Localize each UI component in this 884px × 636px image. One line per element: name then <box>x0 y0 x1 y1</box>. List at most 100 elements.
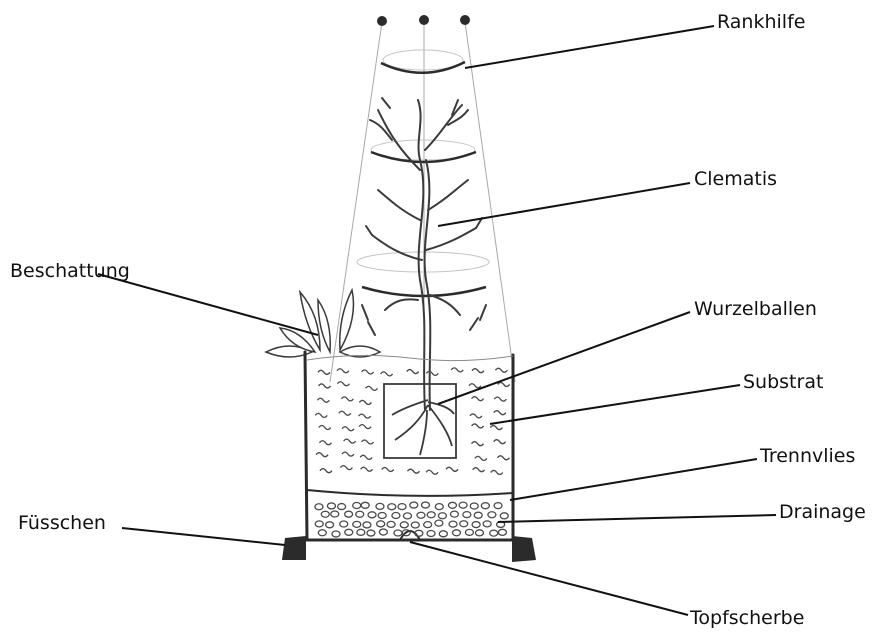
drainage-pebble <box>500 513 508 519</box>
label-wurzelballen: Wurzelballen <box>694 300 817 319</box>
substrate-squiggle <box>451 368 463 372</box>
drainage-pebble <box>410 502 418 508</box>
drainage-pebble <box>357 529 365 535</box>
substrate-squiggle <box>318 370 330 374</box>
substrate-squiggle <box>495 368 507 372</box>
drainage-pebble <box>326 522 334 528</box>
substrate-squiggle <box>362 440 374 444</box>
substrate-squiggle <box>407 469 419 473</box>
drainage-pebble <box>435 520 443 526</box>
drainage-pebble <box>338 504 346 510</box>
drainage-pebble <box>321 511 329 517</box>
substrate-squiggle <box>494 411 506 415</box>
substrate-squiggle <box>472 369 484 373</box>
drainage-pebble <box>345 529 353 535</box>
substrate-squiggle <box>362 370 374 374</box>
drainage-pebble <box>427 530 435 536</box>
substrate-squiggle <box>382 467 394 471</box>
drainage-pebble <box>345 511 353 517</box>
substrate-squiggle <box>366 386 378 390</box>
drainage-pebble <box>488 512 496 518</box>
substrate-squiggle <box>472 424 484 428</box>
drainage-pebble <box>387 521 395 527</box>
drainage-pebble <box>361 502 369 508</box>
drainage-pebble <box>450 511 458 517</box>
drainage-pebble <box>376 503 384 509</box>
drainage-pebble <box>353 503 361 509</box>
substrate-surface <box>307 355 513 360</box>
substrate-squiggle <box>470 414 482 418</box>
substrate-squiggle <box>359 425 371 429</box>
drainage-pebble <box>340 521 348 527</box>
trellis-knobs <box>377 15 470 26</box>
substrate-squiggle <box>494 397 506 401</box>
substrate-squiggle <box>359 400 371 404</box>
substrate-squiggle <box>342 427 354 431</box>
substrate-squiggle <box>498 382 510 386</box>
drainage-pebble <box>474 512 482 518</box>
substrate-squiggle <box>407 370 419 374</box>
drainage-pebble <box>367 530 375 536</box>
drainage-pebble <box>427 512 435 518</box>
drainage-pebble <box>377 521 385 527</box>
substrate-squiggle <box>340 466 352 470</box>
drainage-pebble <box>379 529 387 535</box>
substrate-squiggle <box>426 371 438 375</box>
drainage-pebble <box>368 512 376 518</box>
substrate-squiggle <box>318 384 330 388</box>
substrate-squiggle <box>494 440 506 444</box>
drainage-pebble <box>417 512 425 518</box>
label-topfscherbe: Topfscherbe <box>690 609 804 628</box>
drainage-pebble <box>460 521 468 527</box>
substrate-squiggle <box>337 382 349 386</box>
substrate-squiggle <box>472 397 484 401</box>
substrate-squiggle <box>339 411 351 415</box>
drainage-pebble <box>400 522 408 528</box>
label-trennvlies: Trennvlies <box>760 447 855 466</box>
drainage-pebble <box>448 502 456 508</box>
label-rankhilfe: Rankhilfe <box>717 13 805 32</box>
drainage-pebble <box>356 511 364 517</box>
drainage-pebble <box>398 504 406 510</box>
drainage-pebble <box>332 531 340 537</box>
drainage-pebble <box>378 513 386 519</box>
substrate-squiggle <box>337 369 349 373</box>
drainage-pebble <box>470 503 478 509</box>
drainage-pebble <box>490 530 498 536</box>
drainage-pebble <box>353 521 361 527</box>
drainage-pebble <box>475 530 483 536</box>
drainage-pebble <box>394 530 402 536</box>
root-ball <box>384 384 456 458</box>
drainage-pebble <box>494 503 502 509</box>
drainage-pebble <box>465 529 473 535</box>
substrate-squiggle <box>319 441 331 445</box>
substrate-squiggle <box>490 426 502 430</box>
drainage-pebble <box>472 522 480 528</box>
substrate-squiggle <box>317 398 329 402</box>
label-beschattung: Beschattung <box>10 262 130 281</box>
substrate-squiggle <box>473 468 485 472</box>
drainage-pebble <box>315 521 323 527</box>
label-clematis: Clematis <box>694 170 777 189</box>
substrate-squiggle <box>469 384 481 388</box>
drainage-pebble <box>435 504 443 510</box>
substrate-squiggle <box>341 397 353 401</box>
drainage-pebble <box>449 521 457 527</box>
substrate-squiggle <box>472 442 484 446</box>
label-fusschen: Füsschen <box>18 514 106 533</box>
label-drainage: Drainage <box>779 503 866 522</box>
label-substrat: Substrat <box>743 373 823 392</box>
drainage-pebble <box>438 513 446 519</box>
substrate-squiggle <box>446 467 458 471</box>
drainage-pebble <box>411 522 419 528</box>
substrate-squiggle <box>342 452 354 456</box>
shading-plant <box>266 290 380 357</box>
substrate-squiggle <box>475 456 487 460</box>
substrate-squiggle <box>319 426 331 430</box>
drainage-pebble <box>463 512 471 518</box>
drainage-pebble <box>392 512 400 518</box>
drainage-pebble <box>424 522 432 528</box>
substrate-squiggle <box>361 467 373 471</box>
substrate-squiggle <box>381 372 393 376</box>
